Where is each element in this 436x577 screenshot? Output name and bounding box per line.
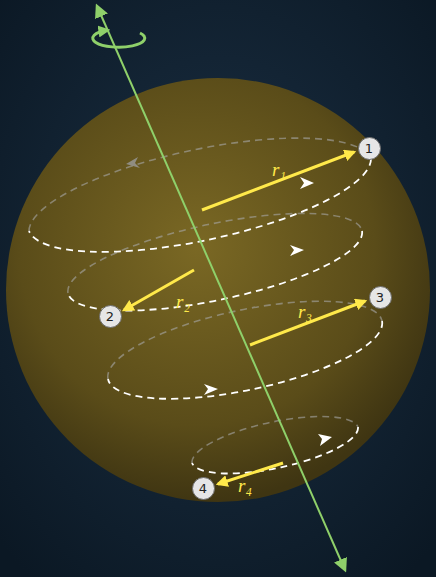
callout-number: 2: [99, 305, 122, 328]
rotation-path-back: [29, 138, 382, 463]
direction-arrowhead: [204, 177, 332, 446]
callout-text: 4: [199, 482, 207, 495]
radius-label: r₃: [298, 302, 312, 321]
radius-label: r₂: [176, 292, 190, 311]
callout-text: 1: [365, 142, 373, 155]
radius-arrow: [124, 152, 365, 484]
callout-text: 3: [376, 291, 384, 304]
radius-label: r₄: [238, 476, 252, 495]
direction-arrowhead-back: [126, 157, 140, 168]
rotation-path-front: [29, 159, 382, 473]
rotation-symbol: [93, 30, 145, 47]
callout-number: 4: [192, 477, 215, 500]
rotation-axis: [97, 6, 345, 570]
callout-number: 1: [358, 137, 381, 160]
callout-number: 3: [369, 286, 392, 309]
callout-text: 2: [106, 310, 114, 323]
sphere: [6, 78, 430, 502]
radius-label: r₁: [272, 160, 286, 179]
